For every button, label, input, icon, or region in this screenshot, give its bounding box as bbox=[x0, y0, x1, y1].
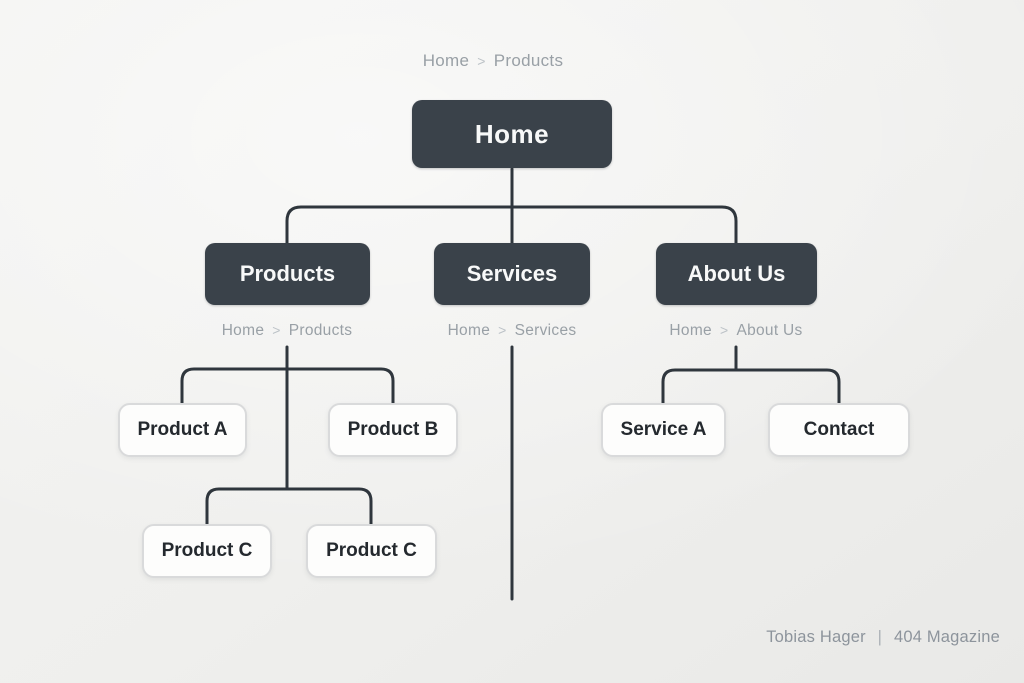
node-services: Services bbox=[434, 243, 590, 305]
breadcrumb-top-home: Home bbox=[422, 51, 470, 70]
breadcrumb-services-home: Home bbox=[447, 322, 491, 339]
breadcrumb-about-us: Home > About Us bbox=[636, 322, 836, 340]
node-product-c-left: Product C bbox=[142, 524, 272, 578]
breadcrumb-products-home: Home bbox=[221, 322, 265, 339]
node-about-us: About Us bbox=[656, 243, 817, 305]
node-products: Products bbox=[205, 243, 370, 305]
node-product-c-right: Product C bbox=[306, 524, 437, 578]
breadcrumb-about-home: Home bbox=[669, 322, 712, 339]
breadcrumb-about-page: About Us bbox=[736, 322, 803, 339]
node-product-a: Product A bbox=[118, 403, 247, 457]
attribution-source: 404 Magazine bbox=[893, 628, 1000, 646]
node-contact: Contact bbox=[768, 403, 910, 457]
node-product-b: Product B bbox=[328, 403, 458, 457]
attribution-author: Tobias Hager bbox=[766, 628, 866, 646]
node-home: Home bbox=[412, 100, 612, 168]
breadcrumb-services-page: Services bbox=[514, 322, 577, 339]
connector-main-branch bbox=[285, 205, 738, 245]
breadcrumb-products-page: Products bbox=[288, 322, 353, 339]
breadcrumb-separator-icon: > bbox=[719, 322, 729, 338]
breadcrumb-separator-icon: > bbox=[477, 53, 486, 69]
node-service-a: Service A bbox=[601, 403, 726, 457]
breadcrumb-products: Home > Products bbox=[187, 322, 387, 340]
breadcrumb-separator-icon: > bbox=[498, 322, 507, 338]
breadcrumb-separator-icon: > bbox=[272, 322, 281, 338]
connector-products-ab-branch bbox=[180, 367, 395, 405]
connector-about-branch bbox=[661, 368, 841, 405]
attribution-separator: | bbox=[877, 628, 883, 646]
connector-products-c-branch bbox=[205, 487, 373, 526]
attribution: Tobias Hager | 404 Magazine bbox=[766, 628, 1000, 647]
breadcrumb-services: Home > Services bbox=[412, 322, 612, 340]
breadcrumb-top: Home > Products bbox=[392, 51, 594, 71]
breadcrumb-top-page: Products bbox=[493, 51, 564, 70]
